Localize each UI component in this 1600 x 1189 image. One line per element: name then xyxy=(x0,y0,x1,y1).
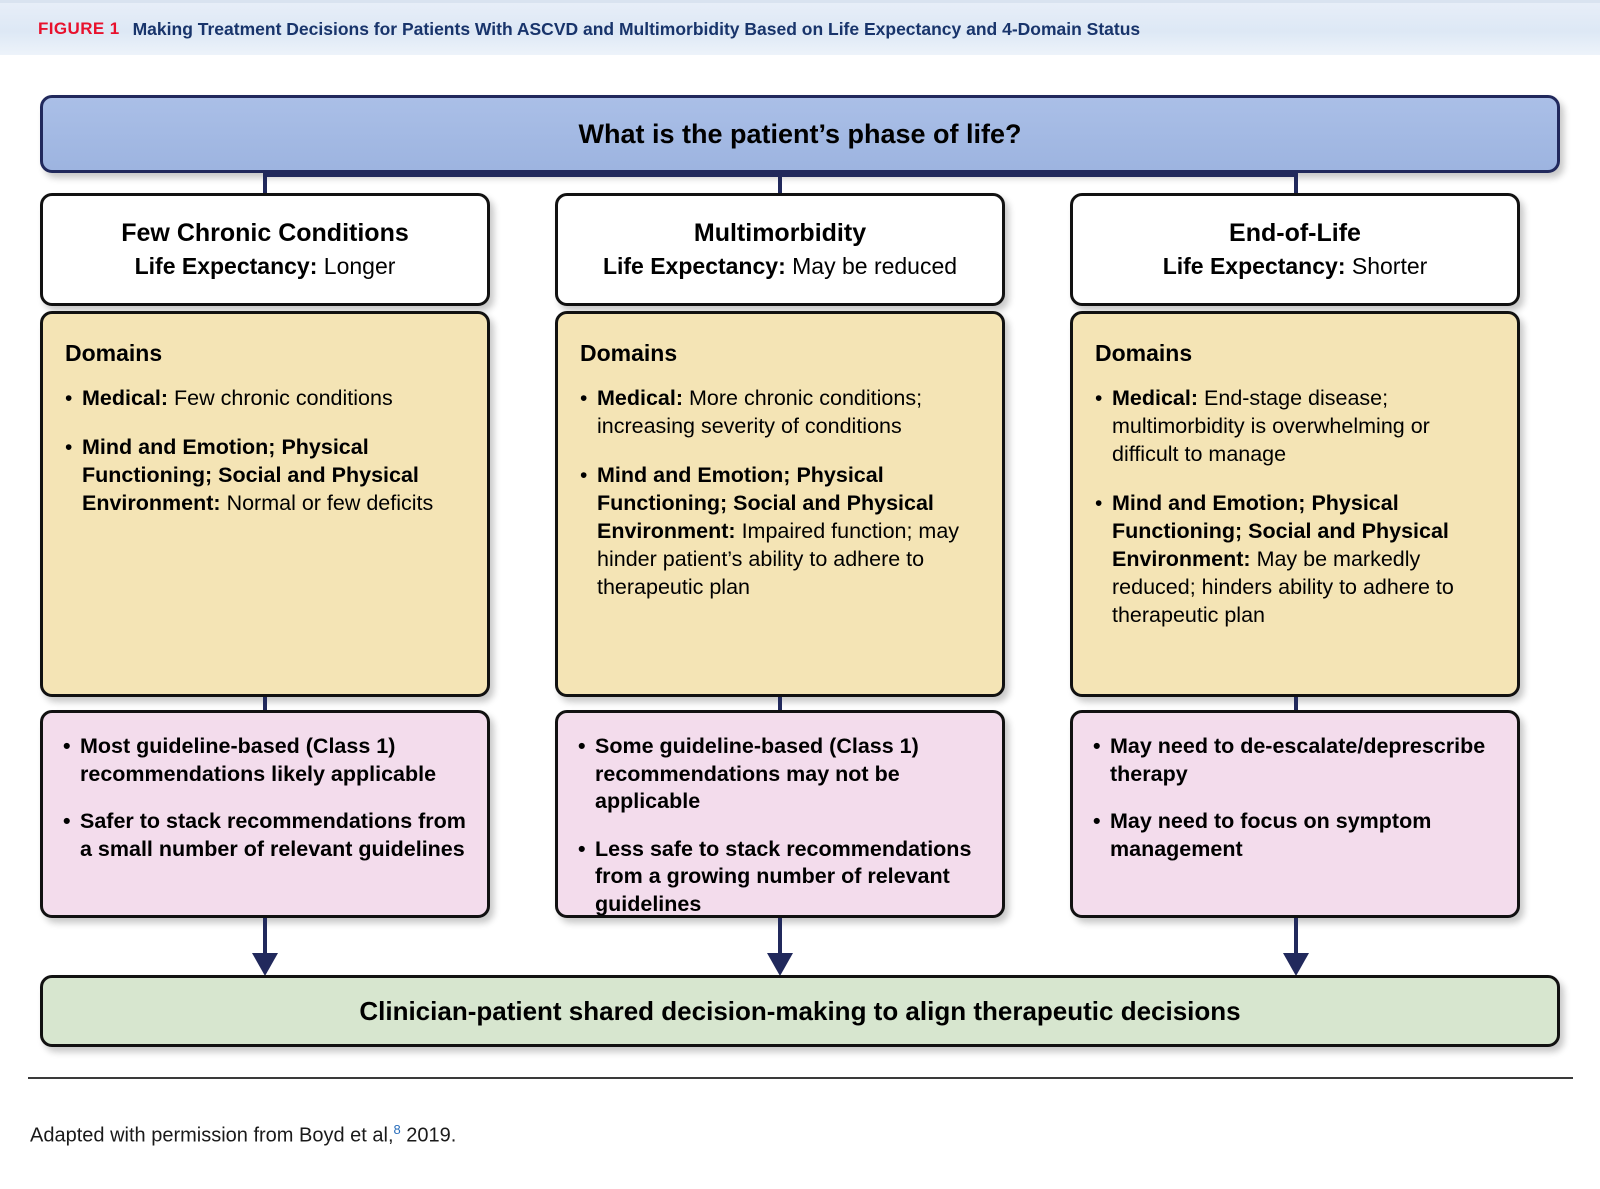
domains-heading: Domains xyxy=(65,340,163,366)
recommendations-box-few-chronic-conditions: Most guideline-based (Class 1) recommend… xyxy=(40,710,490,918)
source-note-text: Adapted with permission from Boyd et al, xyxy=(30,1124,394,1147)
connector-drop-col1 xyxy=(263,173,267,195)
domains-heading: Domains xyxy=(580,340,678,366)
domains-box-end-of-life: Domains Medical: End-stage disease; mult… xyxy=(1070,311,1520,697)
source-note-year: 2019. xyxy=(400,1124,457,1147)
recommendations-content: Some guideline-based (Class 1) recommend… xyxy=(558,713,1002,934)
phase-of-life-question-box: What is the patient’s phase of life? xyxy=(40,95,1560,173)
domains-list: Medical: Few chronic conditions Mind and… xyxy=(65,385,465,518)
phase-name-label: Few Chronic Conditions xyxy=(121,218,409,247)
recommendations-content: May need to de-escalate/deprescribe ther… xyxy=(1073,713,1517,879)
arrow-stem xyxy=(1294,918,1298,955)
figure-title: Making Treatment Decisions for Patients … xyxy=(132,18,1141,39)
domain-item-label: Mind and Emotion; Physical Functioning; … xyxy=(82,434,419,515)
recommendations-list: Some guideline-based (Class 1) recommend… xyxy=(578,733,982,918)
domain-item: Mind and Emotion; Physical Functioning; … xyxy=(1095,490,1495,630)
phase-name-label: End-of-Life xyxy=(1229,218,1361,247)
domain-item-label: Mind and Emotion; Physical Functioning; … xyxy=(597,462,934,543)
domain-item-value: May be markedly reduced; hinders ability… xyxy=(1112,546,1454,627)
life-expectancy-value: May be reduced xyxy=(792,252,958,279)
flowchart-canvas: What is the patient’s phase of life? Few… xyxy=(0,55,1600,1055)
source-note-reference: 8 xyxy=(393,1122,401,1137)
arrow-head-icon xyxy=(767,953,793,976)
domains-content: Domains Medical: End-stage disease; mult… xyxy=(1073,314,1517,648)
footer-divider xyxy=(28,1077,1573,1079)
shared-decision-making-box: Clinician-patient shared decision-making… xyxy=(40,975,1560,1047)
recommendation-item: Some guideline-based (Class 1) recommend… xyxy=(578,733,982,816)
recommendation-item: May need to de-escalate/deprescribe ther… xyxy=(1093,733,1497,788)
recommendations-list: Most guideline-based (Class 1) recommend… xyxy=(63,733,467,863)
domain-item-label: Medical: xyxy=(597,386,684,410)
recommendation-item: May need to focus on symptom management xyxy=(1093,808,1497,863)
domain-item-value: More chronic conditions; increasing seve… xyxy=(597,386,923,438)
domain-item: Medical: More chronic conditions; increa… xyxy=(580,385,980,441)
recommendations-list: May need to de-escalate/deprescribe ther… xyxy=(1093,733,1497,863)
life-expectancy-label: Life Expectancy: xyxy=(1162,252,1346,279)
recommendation-item: Less safe to stack recommendations from … xyxy=(578,836,982,919)
connector-domains-to-recs-col2 xyxy=(778,697,782,715)
phase-card-few-chronic-conditions: Few Chronic Conditions Life Expectancy: … xyxy=(40,193,490,306)
connector-drop-col3 xyxy=(1294,173,1298,195)
arrow-head-icon xyxy=(252,953,278,976)
domains-heading: Domains xyxy=(1095,340,1193,366)
figure-source-note: Adapted with permission from Boyd et al,… xyxy=(30,1122,456,1148)
domain-item-label: Mind and Emotion; Physical Functioning; … xyxy=(1112,490,1449,571)
domain-item-value: Impaired function; may hinder patient’s … xyxy=(597,518,960,599)
life-expectancy-value: Longer xyxy=(323,252,396,279)
life-expectancy-line: Life Expectancy: Longer xyxy=(135,253,396,281)
domain-item: Mind and Emotion; Physical Functioning; … xyxy=(580,462,980,602)
phase-card-end-of-life: End-of-Life Life Expectancy: Shorter xyxy=(1070,193,1520,306)
domain-item-label: Medical: xyxy=(82,386,169,410)
domain-item-value: End-stage disease; multimorbidity is ove… xyxy=(1112,386,1430,466)
arrow-head-icon xyxy=(1283,953,1309,976)
domains-content: Domains Medical: Few chronic conditions … xyxy=(43,314,487,536)
shared-decision-making-text: Clinician-patient shared decision-making… xyxy=(359,995,1241,1026)
domain-item: Mind and Emotion; Physical Functioning; … xyxy=(65,434,465,518)
arrow-to-outcome-col1 xyxy=(250,918,280,976)
arrow-to-outcome-col2 xyxy=(765,918,795,976)
arrow-to-outcome-col3 xyxy=(1281,918,1311,976)
connector-domains-to-recs-col1 xyxy=(263,697,267,715)
recommendations-box-end-of-life: May need to de-escalate/deprescribe ther… xyxy=(1070,710,1520,918)
phase-of-life-question-text: What is the patient’s phase of life? xyxy=(578,118,1022,149)
domains-list: Medical: More chronic conditions; increa… xyxy=(580,385,980,602)
life-expectancy-line: Life Expectancy: Shorter xyxy=(1163,253,1428,281)
domains-box-multimorbidity: Domains Medical: More chronic conditions… xyxy=(555,311,1005,697)
domain-item-value: Few chronic conditions xyxy=(174,386,393,410)
domains-list: Medical: End-stage disease; multimorbidi… xyxy=(1095,385,1495,630)
figure-label: FIGURE 1 xyxy=(38,19,120,38)
recommendations-content: Most guideline-based (Class 1) recommend… xyxy=(43,713,487,879)
life-expectancy-line: Life Expectancy: May be reduced xyxy=(603,253,957,281)
arrow-stem xyxy=(778,918,782,955)
domains-box-few-chronic-conditions: Domains Medical: Few chronic conditions … xyxy=(40,311,490,697)
life-expectancy-label: Life Expectancy: xyxy=(134,252,318,279)
phase-name-label: Multimorbidity xyxy=(693,218,867,247)
domain-item: Medical: End-stage disease; multimorbidi… xyxy=(1095,385,1495,469)
domain-item: Medical: Few chronic conditions xyxy=(65,385,465,413)
phase-card-multimorbidity: Multimorbidity Life Expectancy: May be r… xyxy=(555,193,1005,306)
life-expectancy-label: Life Expectancy: xyxy=(602,252,786,279)
domains-content: Domains Medical: More chronic conditions… xyxy=(558,314,1002,620)
recommendation-item: Most guideline-based (Class 1) recommend… xyxy=(63,733,467,788)
domain-item-label: Medical: xyxy=(1112,386,1199,410)
arrow-stem xyxy=(263,918,267,955)
connector-domains-to-recs-col3 xyxy=(1294,697,1298,715)
recommendations-box-multimorbidity: Some guideline-based (Class 1) recommend… xyxy=(555,710,1005,918)
connector-drop-col2 xyxy=(778,173,782,195)
life-expectancy-value: Shorter xyxy=(1351,252,1428,279)
recommendation-item: Safer to stack recommendations from a sm… xyxy=(63,808,467,863)
figure-header-bar: FIGURE 1 Making Treatment Decisions for … xyxy=(0,0,1600,55)
domain-item-value: Normal or few deficits xyxy=(226,490,434,515)
